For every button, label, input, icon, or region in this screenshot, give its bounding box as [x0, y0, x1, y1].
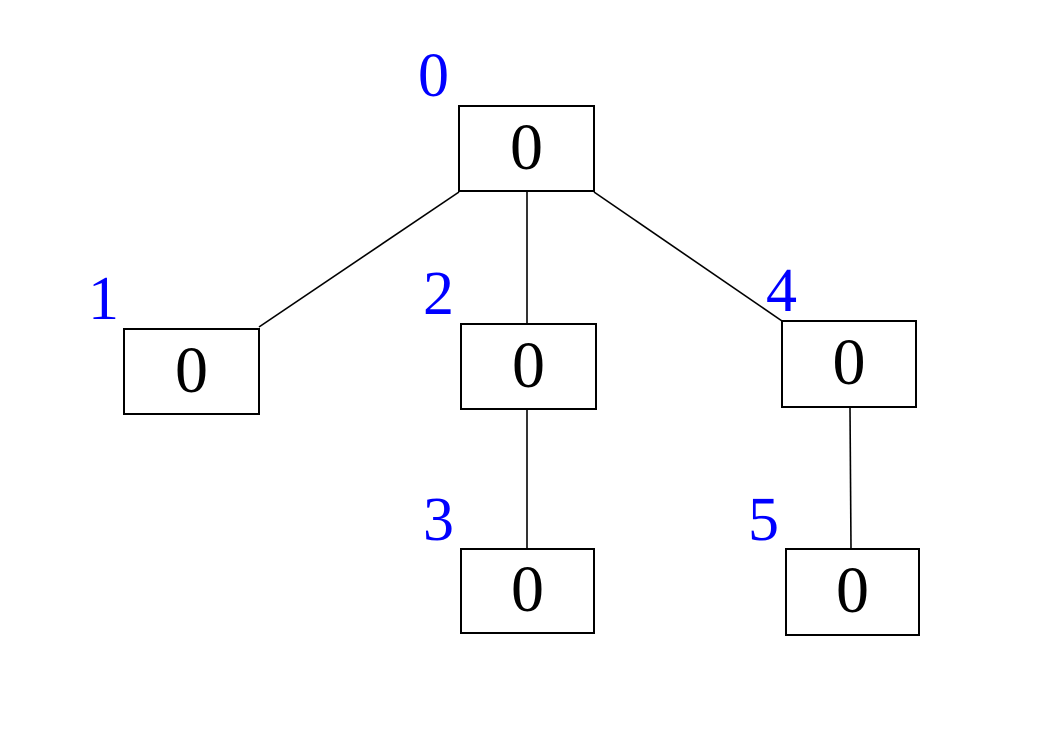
tree-node-1[interactable]: 0 — [123, 328, 260, 415]
node-value-1: 0 — [175, 333, 208, 407]
node-index-label-1: 1 — [88, 265, 119, 333]
node-value-0: 0 — [510, 110, 543, 184]
tree-node-3[interactable]: 0 — [460, 548, 595, 634]
tree-edge-0-4 — [593, 191, 783, 322]
tree-edge-4-5 — [849, 407, 852, 549]
tree-node-0[interactable]: 0 — [458, 105, 595, 192]
node-index-label-2: 2 — [423, 260, 454, 328]
node-index-label-5: 5 — [748, 486, 779, 554]
tree-node-2[interactable]: 0 — [460, 323, 597, 410]
node-value-3: 0 — [511, 553, 544, 626]
node-index-label-3: 3 — [423, 486, 454, 554]
node-value-5: 0 — [836, 554, 869, 627]
tree-node-5[interactable]: 0 — [785, 548, 920, 636]
node-value-4: 0 — [832, 326, 866, 399]
node-value-2: 0 — [512, 328, 545, 402]
node-index-label-0: 0 — [418, 42, 449, 110]
node-index-label-4: 4 — [766, 257, 797, 325]
tree-node-4[interactable]: 0 — [781, 320, 917, 408]
